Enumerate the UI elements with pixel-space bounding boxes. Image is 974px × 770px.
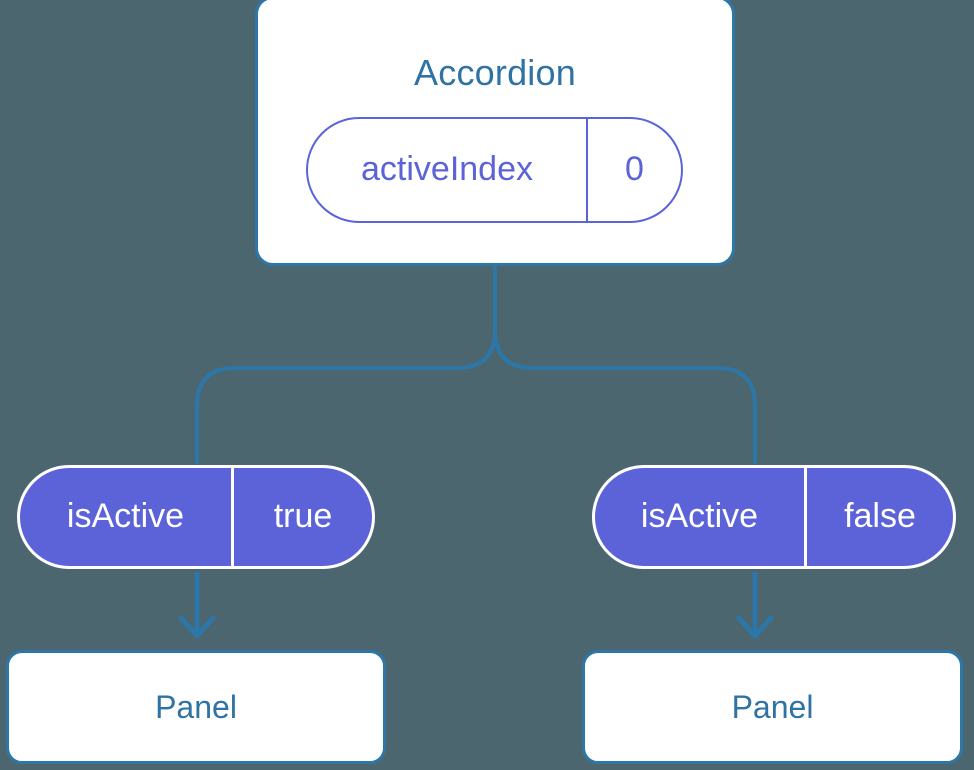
arrow-left-icon [178,572,216,639]
state-pill-active-index[interactable]: activeIndex 0 [306,117,683,223]
connector-trunk-and-fork [195,264,497,464]
panel-card-right-title: Panel [731,689,814,725]
prop-pill-is-active-true-value: true [273,496,333,535]
panel-card-left[interactable]: Panel [6,650,386,764]
accordion-title: Accordion [414,52,576,93]
state-pill-active-index-key: activeIndex [308,119,588,221]
state-pill-active-index-value: 0 [625,149,644,188]
arrow-right-icon [736,572,774,639]
prop-pill-is-active-false-key: isActive [595,468,807,566]
connector-fork-right [493,328,757,464]
prop-pill-is-active-false-value: false [844,496,916,535]
panel-card-left-title: Panel [155,689,237,725]
prop-pill-is-active-true-key: isActive [20,468,234,566]
panel-card-right[interactable]: Panel [582,650,963,764]
prop-pill-is-active-true[interactable]: isActive true [17,465,375,569]
prop-pill-is-active-false[interactable]: isActive false [592,465,956,569]
